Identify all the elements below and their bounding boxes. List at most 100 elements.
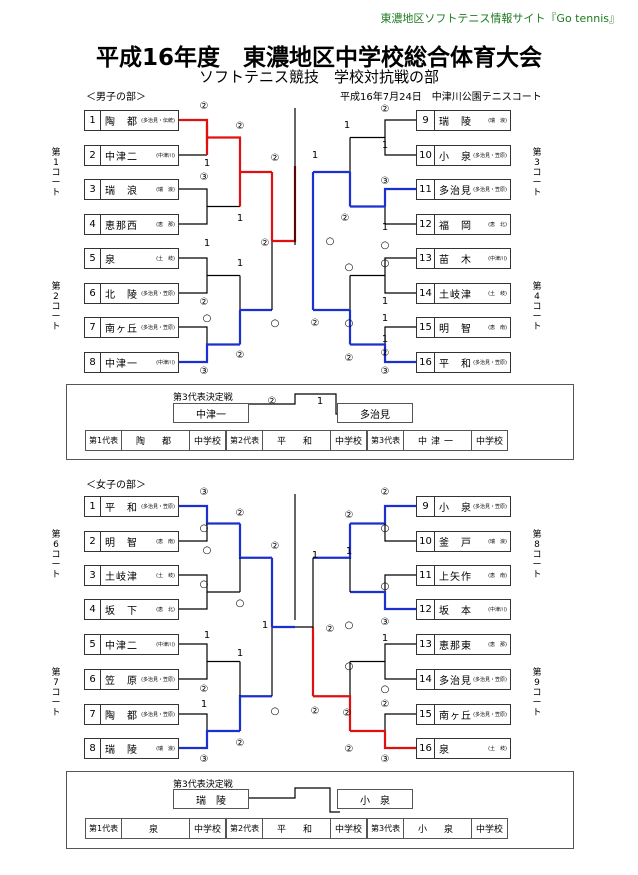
team-name: 中津二 xyxy=(105,152,138,163)
rep-suffix: 中学校 xyxy=(188,819,225,838)
match-score: ② xyxy=(380,699,390,710)
girls-court-label: 第 8 コ ー ト xyxy=(532,530,542,580)
team-seed: 6 xyxy=(85,284,101,303)
bracket-line xyxy=(272,166,297,243)
team-seed: 7 xyxy=(85,318,101,337)
match-score: 1 xyxy=(343,120,351,131)
rep-kind: 第2代表 xyxy=(227,819,264,838)
team-district: (多治見・笠原) xyxy=(141,712,175,718)
team-name: 苗 木 xyxy=(439,255,472,266)
team-district: (中津川) xyxy=(156,360,175,366)
rep-kind: 第2代表 xyxy=(227,431,264,450)
team-seed: 2 xyxy=(85,146,101,165)
team-seed: 13 xyxy=(417,249,435,268)
team-name: 福 岡 xyxy=(439,221,472,232)
boys-third-score-b: 1 xyxy=(316,396,324,407)
team-name: 土岐津 xyxy=(439,290,472,301)
match-score: ② xyxy=(325,624,335,635)
rep-name: 泉 xyxy=(149,825,163,835)
team-seed: 8 xyxy=(85,353,101,372)
bracket-line xyxy=(350,590,416,611)
match-score: 1 xyxy=(381,222,389,233)
team-name: 恵那西 xyxy=(105,221,138,232)
match-score: ② xyxy=(199,297,209,308)
bracket-line xyxy=(179,504,240,525)
match-score: ② xyxy=(199,684,209,695)
team-district: (土 岐) xyxy=(156,256,175,262)
team-district: (恵 那) xyxy=(156,222,175,228)
team-district: (瑞 浪) xyxy=(156,187,175,193)
match-score: ○ xyxy=(199,523,209,534)
team-name: 中津二 xyxy=(105,641,138,652)
match-score: ② xyxy=(270,153,280,164)
rep-suffix: 中学校 xyxy=(188,431,225,450)
bracket-line xyxy=(384,188,416,225)
match-score: ② xyxy=(380,348,390,359)
match-score: ② xyxy=(340,213,350,224)
team-name: 笠 原 xyxy=(105,676,138,687)
team-name: 明 智 xyxy=(439,324,472,335)
team-name: 泉 xyxy=(105,255,116,266)
team-seed: 15 xyxy=(417,705,435,724)
team-name: 平 和 xyxy=(105,503,138,514)
rep-name: 中津一 xyxy=(418,437,458,447)
page-subtitle: ソフトテニス競技 学校対抗戦の部 xyxy=(198,68,439,86)
rep-suffix: 中学校 xyxy=(329,431,366,450)
team-name: 多治見 xyxy=(439,676,472,687)
match-score: 1 xyxy=(381,334,389,345)
boys-court-label: 第 2 コ ー ト xyxy=(51,282,61,332)
team-district: (多治見・笠原) xyxy=(473,360,507,366)
match-score: 1 xyxy=(203,238,211,249)
team-district: (恵 北) xyxy=(156,607,175,613)
team-seed: 8 xyxy=(85,739,101,758)
team-district: (中津川) xyxy=(488,256,507,262)
boys-third-team-a: 中津一 xyxy=(173,403,249,423)
team-name: 恵那東 xyxy=(439,641,472,652)
team-district: (多治見・笠原) xyxy=(473,187,507,193)
match-score: 1 xyxy=(311,150,319,161)
team-seed: 10 xyxy=(417,146,435,165)
team-district: (中津川) xyxy=(156,642,175,648)
site-label: 東濃地区ソフトテニス情報サイト『Go tennis』 xyxy=(380,12,620,25)
team-district: (土 岐) xyxy=(488,291,507,297)
team-district: (多治見・伝統) xyxy=(141,118,175,124)
team-district: (中津川) xyxy=(488,607,507,613)
bracket-line xyxy=(350,504,416,525)
team-name: 上矢作 xyxy=(439,572,472,583)
team-name: 瑞 陵 xyxy=(439,117,472,128)
team-district: (恵 南) xyxy=(156,539,175,545)
match-score: ② xyxy=(342,708,352,719)
bracket-line xyxy=(248,787,340,813)
match-score: ② xyxy=(235,350,245,361)
team-district: (土 岐) xyxy=(488,746,507,752)
rep-kind: 第3代表 xyxy=(368,431,405,450)
team-name: 南ヶ丘 xyxy=(105,324,138,335)
bracket-line xyxy=(179,523,208,542)
bracket-line xyxy=(350,343,416,364)
team-district: (多治見・笠原) xyxy=(141,291,175,297)
boys-rep-1: 第1代表陶 都中学校 xyxy=(85,430,226,451)
match-score: ○ xyxy=(380,523,390,534)
match-score: ○ xyxy=(270,318,280,329)
match-score: 1 xyxy=(381,296,389,307)
rep-name: 平 和 xyxy=(277,437,317,447)
match-score: ② xyxy=(380,487,390,498)
team-name: 土岐津 xyxy=(105,572,138,583)
match-score: ○ xyxy=(344,620,354,631)
match-score: ○ xyxy=(199,579,209,590)
